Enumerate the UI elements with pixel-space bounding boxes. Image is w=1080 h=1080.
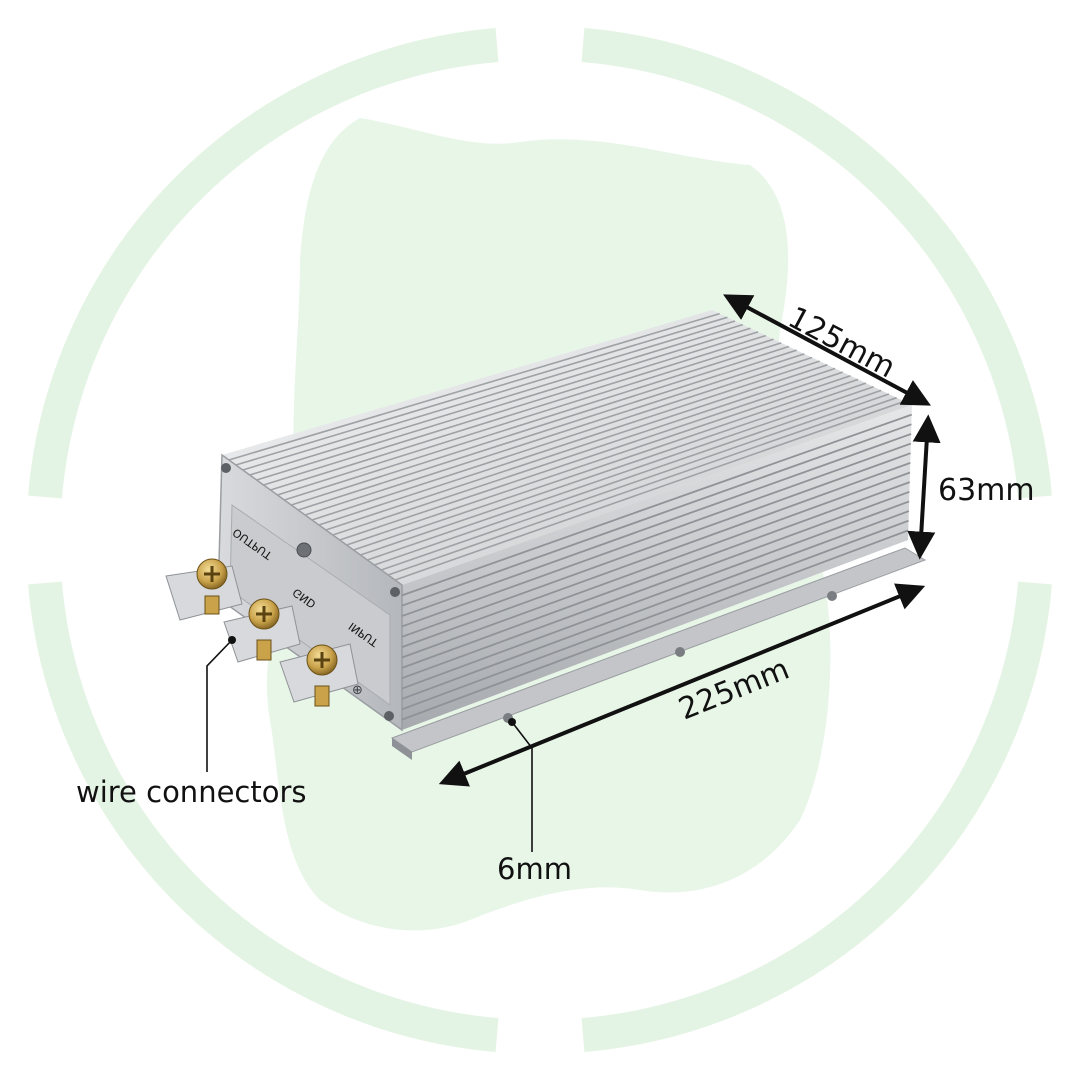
leader-lines <box>206 636 533 852</box>
fin-ridge <box>304 353 805 516</box>
fin-ridge <box>284 342 782 501</box>
fin-ridge <box>394 400 905 581</box>
screw <box>390 587 400 597</box>
adjust-screw <box>296 542 312 558</box>
terminal-input <box>279 643 359 707</box>
fin-ridge <box>367 385 874 561</box>
terminal-gnd <box>223 598 301 663</box>
plus-symbol: ⊕ <box>352 683 363 698</box>
fin-ridge <box>263 331 759 486</box>
mounting-slot <box>675 647 685 657</box>
fin-ridge <box>353 378 859 551</box>
flange-leader <box>511 721 533 852</box>
fin-ridge <box>374 389 882 566</box>
fin-ridge <box>242 320 736 471</box>
fin-ridge <box>270 334 767 491</box>
fin-ridge <box>401 423 912 607</box>
fin-ridge <box>228 312 720 461</box>
fin-ridge <box>380 393 890 571</box>
screw <box>221 463 231 473</box>
fin-ridge <box>401 413 913 597</box>
fin-ridge <box>360 382 867 556</box>
terminal-output <box>165 558 243 621</box>
top-fins <box>228 312 905 581</box>
mounting-slot <box>827 591 837 601</box>
dimension-annotations <box>438 294 941 787</box>
height-arrow <box>907 414 941 560</box>
fin-ridge <box>387 396 897 576</box>
length-arrow <box>438 583 926 787</box>
fin-ridge <box>277 338 774 496</box>
flange-thickness-label: 6mm <box>497 852 572 886</box>
fin-ridge <box>297 349 797 511</box>
wire-connectors-label: wire connectors <box>76 775 307 809</box>
fin-ridge <box>256 327 751 481</box>
wire-terminals <box>165 558 359 707</box>
connectors-leader-dot <box>228 636 236 644</box>
connectors-leader <box>206 639 233 772</box>
fin-ridge <box>290 345 790 506</box>
background-ring <box>28 28 1052 1052</box>
fin-ridge <box>249 323 744 476</box>
width-arrow <box>723 294 931 406</box>
height-dimension-label: 63mm <box>938 473 1035 508</box>
fin-ridge <box>235 316 728 466</box>
flange-leader-dot <box>508 718 516 726</box>
screw <box>384 711 394 721</box>
